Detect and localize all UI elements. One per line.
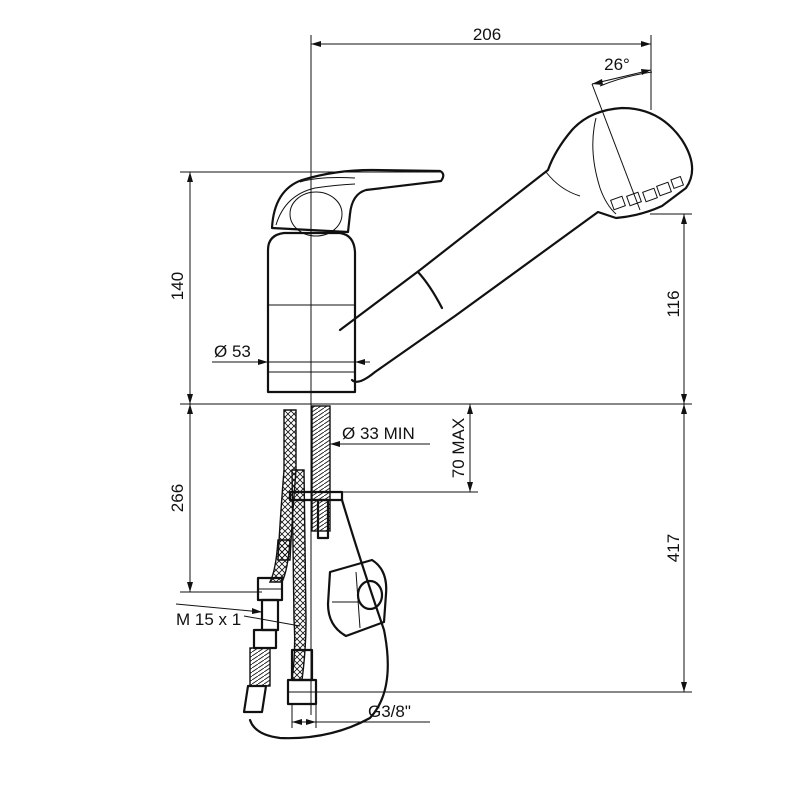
dimension-body-height: 140 xyxy=(168,171,440,404)
dimension-label-hose-length-right: 417 xyxy=(664,534,683,562)
pull-out-hose-loop xyxy=(248,498,389,740)
dimension-label-hose-thread: M 15 x 1 xyxy=(176,610,241,629)
dimension-deck-thickness: 70 MAX xyxy=(342,404,478,493)
dimension-label-body-diameter: Ø 53 xyxy=(214,342,251,361)
dimension-label-hose-length-left: 266 xyxy=(168,484,187,512)
mounting-stud xyxy=(311,405,331,540)
dimension-label-overall-width: 206 xyxy=(473,25,501,44)
dimension-body-diameter: Ø 53 xyxy=(212,342,370,365)
dimension-hose-thread: M 15 x 1 xyxy=(175,603,301,629)
dimension-label-hole-diameter: Ø 33 MIN xyxy=(342,424,415,443)
dimension-overall-width: 206 xyxy=(311,25,652,110)
pull-out-spout xyxy=(338,106,694,383)
left-hose-fitting xyxy=(242,576,284,714)
dimension-hose-length-right: 417 xyxy=(312,404,692,693)
dimension-label-connection-thread: G3/8" xyxy=(368,702,411,721)
lever-handle xyxy=(270,168,445,237)
dimension-connection-thread: G3/8" xyxy=(291,702,430,728)
dimension-spout-height: 116 xyxy=(650,213,692,404)
dimension-label-deck-thickness: 70 MAX xyxy=(449,418,468,478)
dimension-label-spout-height: 116 xyxy=(664,290,683,317)
dimension-hose-length-left: 266 xyxy=(168,404,262,593)
dimension-label-spray-angle: 26° xyxy=(604,55,630,74)
mounting-nut xyxy=(326,558,388,638)
right-hose-fitting xyxy=(286,648,318,706)
dimension-label-body-height: 140 xyxy=(168,272,187,300)
dimension-hole-diameter: Ø 33 MIN xyxy=(330,424,430,447)
dimension-spray-angle: 26° xyxy=(591,55,653,211)
